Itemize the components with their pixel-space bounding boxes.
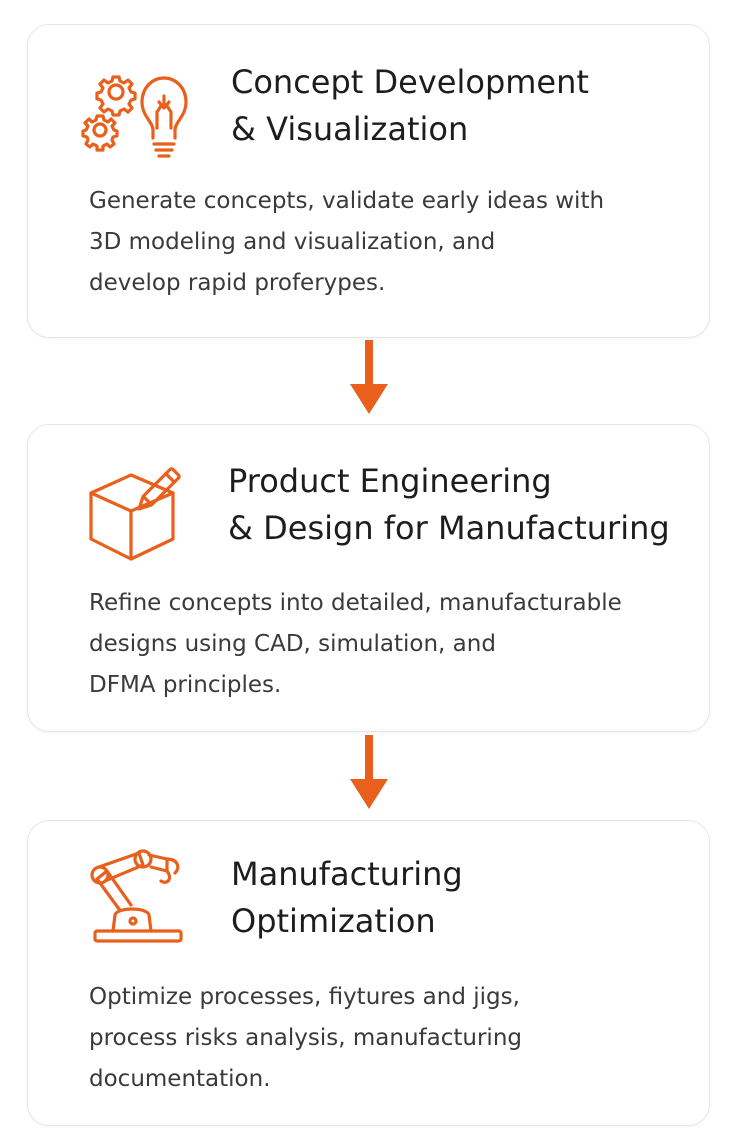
step-description-line: documentation.	[89, 1066, 271, 1092]
step-title: Product Engineering & Design for Manufac…	[228, 458, 670, 552]
step-title-line: Product Engineering	[228, 462, 552, 500]
step-title-line: Concept Development	[231, 63, 589, 101]
step-card-manufacturing-optimization: Manufacturing Optimization Optimize proc…	[27, 820, 710, 1126]
step-description-line: process risks analysis, manufacturing	[89, 1025, 522, 1051]
step-title: Manufacturing Optimization	[231, 851, 463, 945]
step-card-product-engineering: Product Engineering & Design for Manufac…	[27, 424, 710, 732]
step-description-line: DFMA principles.	[89, 672, 282, 698]
step-title-line: Manufacturing	[231, 855, 463, 893]
step-description-line: develop rapid proferypes.	[89, 270, 386, 296]
down-arrow-icon	[347, 340, 391, 416]
step-description-line: Optimize processes, fiytures and jigs,	[89, 984, 520, 1010]
step-card-concept-development: Concept Development & Visualization Gene…	[27, 24, 710, 338]
down-arrow-icon	[347, 735, 391, 811]
step-description-line: designs using CAD, simulation, and	[89, 631, 496, 657]
step-description: Optimize processes, fiytures and jigs, p…	[89, 977, 522, 1100]
step-description-line: 3D modeling and visualization, and	[89, 229, 496, 255]
gears-lightbulb-icon	[78, 60, 188, 160]
step-title-line: & Visualization	[231, 110, 469, 148]
step-title-line: Optimization	[231, 902, 436, 940]
box-pencil-icon	[83, 463, 193, 563]
step-title: Concept Development & Visualization	[231, 59, 589, 153]
step-description-line: Generate concepts, validate early ideas …	[89, 188, 605, 214]
robot-arm-icon	[83, 845, 193, 945]
step-description: Generate concepts, validate early ideas …	[89, 181, 604, 304]
step-description: Refine concepts into detailed, manufactu…	[89, 583, 622, 706]
step-title-line: & Design for Manufacturing	[228, 509, 670, 547]
step-description-line: Refine concepts into detailed, manufactu…	[89, 590, 622, 616]
